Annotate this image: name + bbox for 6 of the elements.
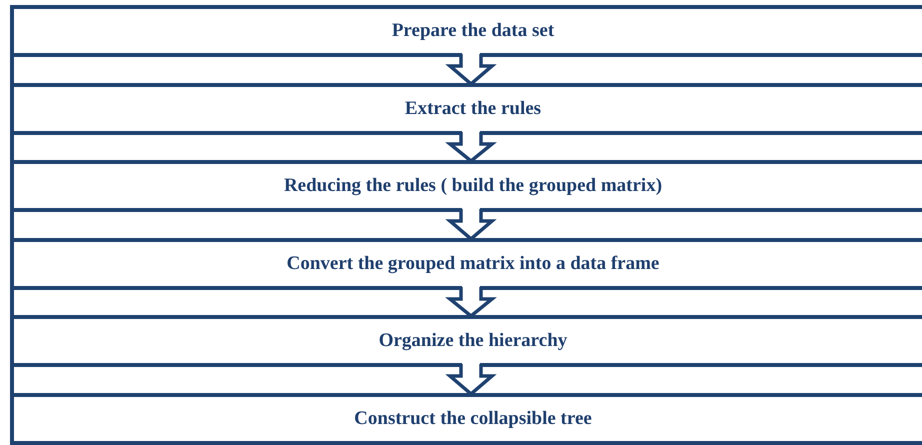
- step-text: Reducing the rules ( build the grouped matrix): [284, 174, 664, 198]
- step-text: Prepare the data set: [392, 18, 556, 43]
- step-text: Extract the rules: [404, 96, 542, 121]
- step-text: Convert the grouped matrix into a data frame: [286, 252, 660, 276]
- step-text: Organize the hierarchy: [378, 328, 568, 353]
- step-text: Construct the collapsible tree: [354, 406, 593, 431]
